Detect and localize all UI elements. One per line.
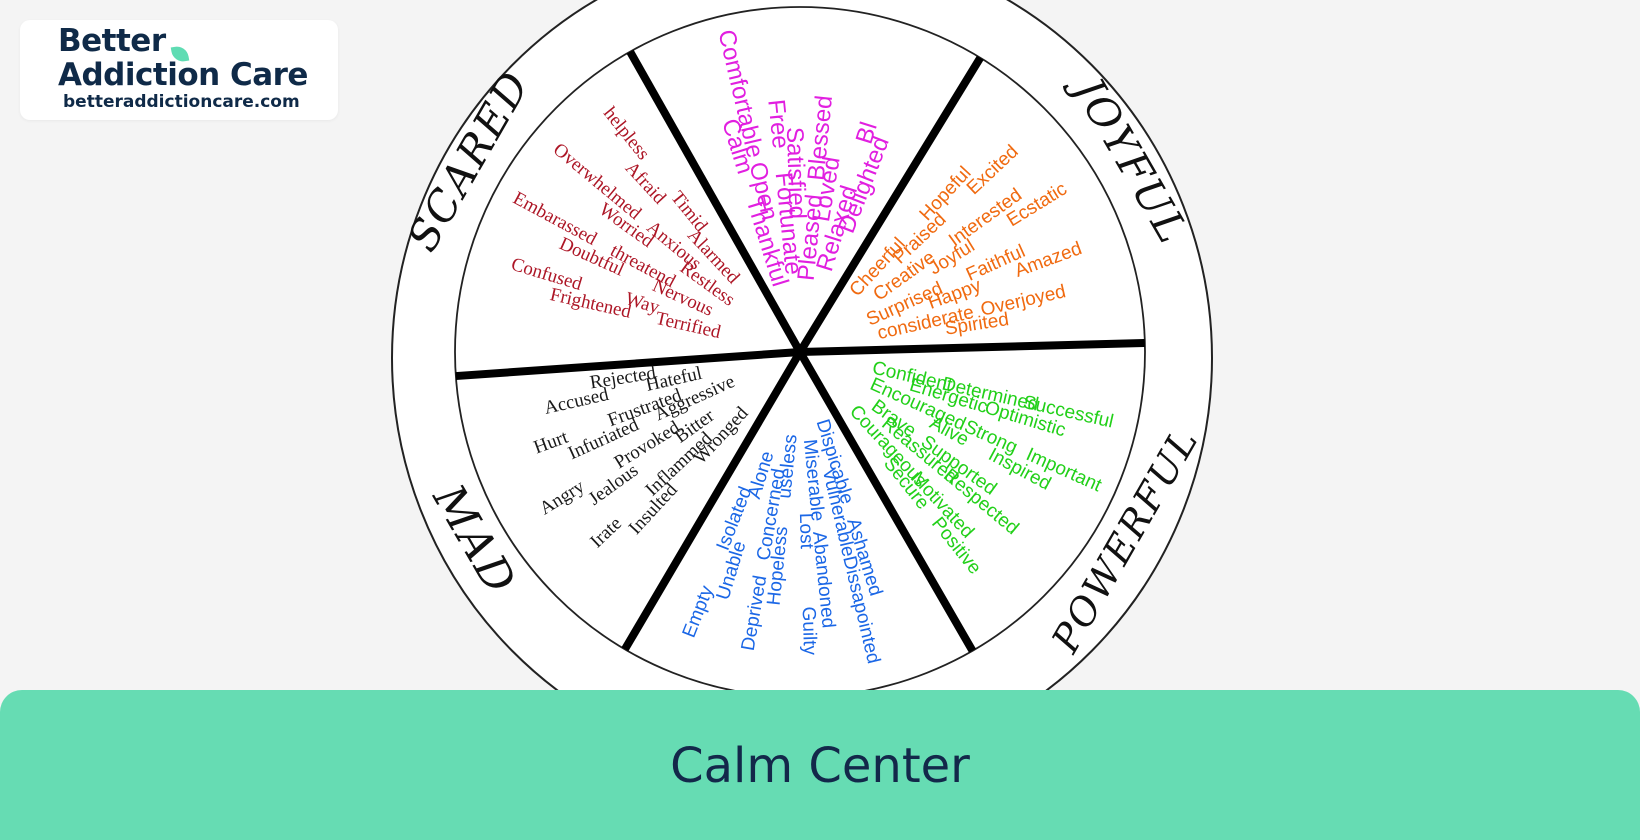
wheel-divider [626,49,804,354]
feeling-word-sad: Lost [795,513,817,550]
footer-title: Calm Center [670,738,970,794]
feeling-word-peaceful: Satisfied [781,127,811,220]
logo-wordmark-better: Better [58,23,166,59]
wheel-divider [799,338,1145,356]
logo[interactable]: Better Addiction Care betteraddictioncar… [20,20,338,120]
logo-url: betteraddictioncare.com [63,92,300,112]
footer-banner: Calm Center [0,690,1640,840]
feeling-word-peaceful: Free [762,98,794,150]
wheel-divider [796,55,984,355]
wheel-inner-ring [454,6,1146,690]
feeling-word-sad: Guilty [798,606,820,656]
feelings-wheel: PEACEFULJOYFULPOWERFULSADMADSCARED Thank… [391,0,1213,690]
wheel-divider [455,348,801,381]
wheel-divider [621,349,804,652]
logo-wordmark-addiction-care: Addiction Care [58,57,308,93]
wheel-divider [796,349,976,653]
